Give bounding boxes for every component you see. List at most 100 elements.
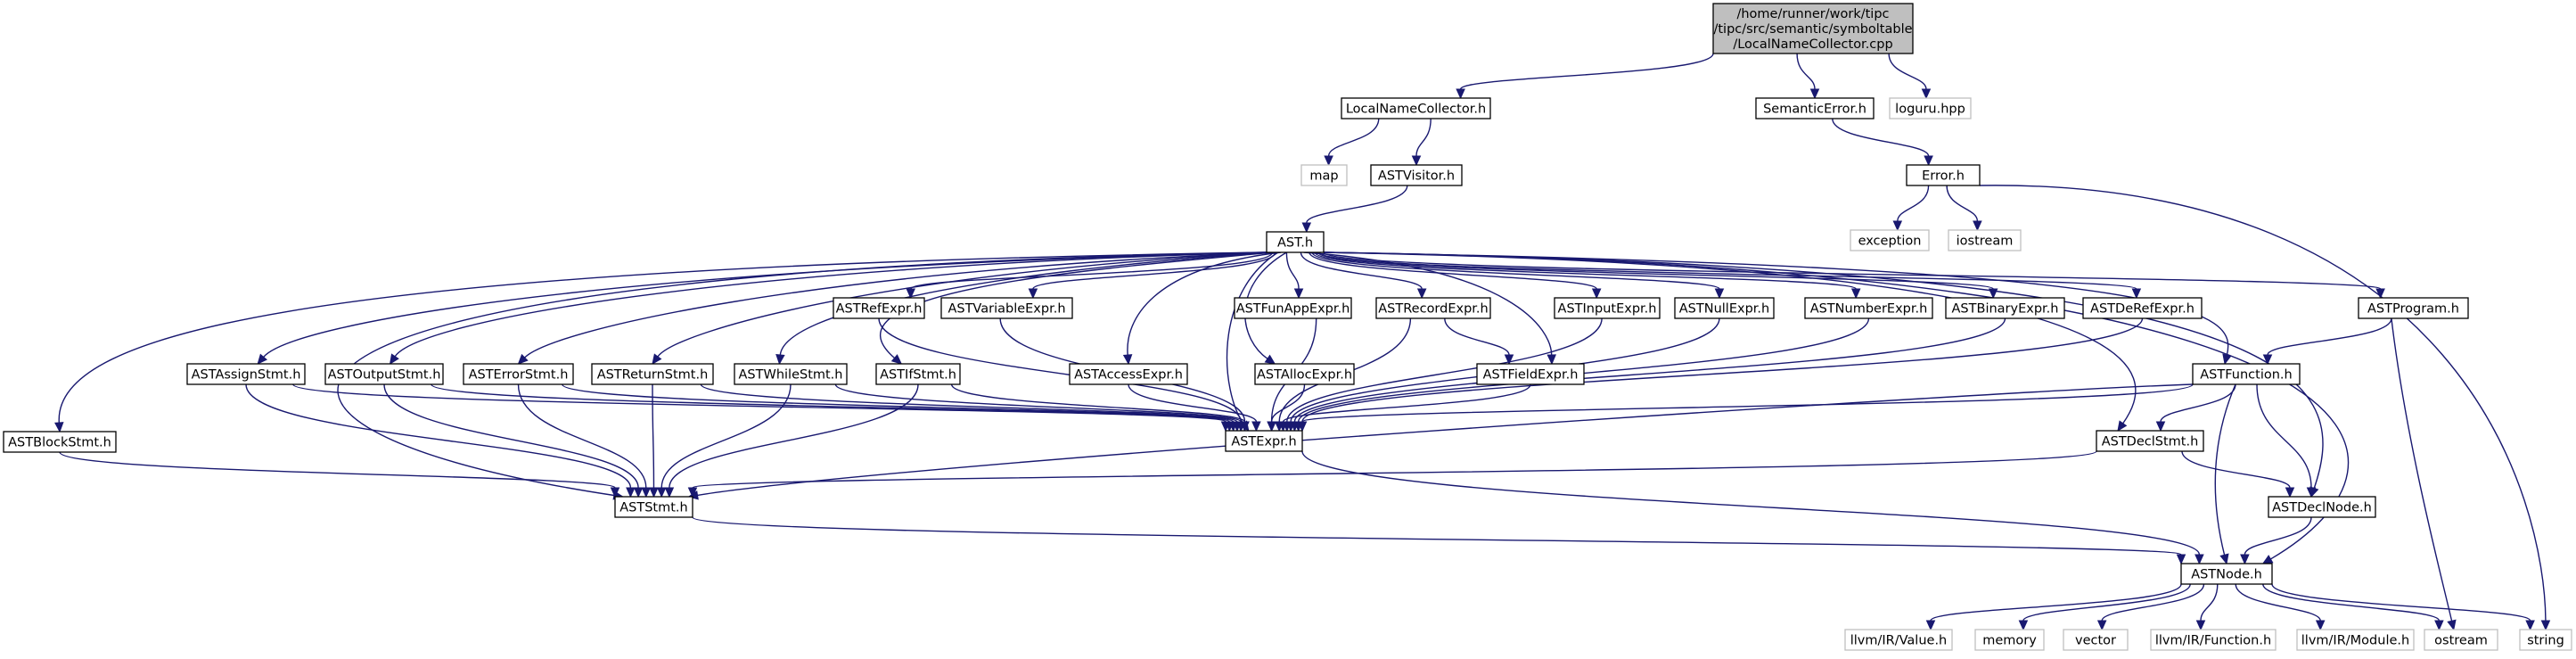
node-astreturnstmt-h[interactable]: ASTReturnStmt.h: [591, 363, 714, 385]
node-aststmt-h[interactable]: ASTStmt.h: [614, 496, 693, 518]
arrowhead-astnode_h-to-ostream: [2434, 620, 2444, 631]
node-label: ASTBinaryExpr.h: [1952, 302, 2059, 317]
node-box: [2424, 629, 2498, 651]
node-box: [2296, 629, 2415, 651]
arrowhead-astifstmt_h-to-aststmt_h: [664, 487, 675, 498]
root-label-line-1: /home/runner/work/tipc: [1736, 7, 1889, 21]
arrowhead-astprogram_h-to-astfunction_h: [2262, 354, 2273, 366]
node-astrefexpr-h[interactable]: ASTRefExpr.h: [833, 297, 925, 319]
node-ast-h[interactable]: AST.h: [1266, 231, 1325, 253]
arrowhead-ast_h-to-astprogram_h: [2375, 288, 2385, 300]
edge-astrecordexpr_h-to-astfieldexpr_h: [1444, 317, 1510, 356]
arrowhead-ast_h-to-asterrorstmt_h: [517, 353, 529, 365]
node-astfunction-h[interactable]: ASTFunction.h: [2192, 363, 2301, 385]
node-astderefexpr-h[interactable]: ASTDeRefExpr.h: [2082, 297, 2203, 319]
arrowhead-astnode_h-to-llvm_ir_value_h: [1925, 620, 1936, 631]
arrowhead-astdeclstmt_h-to-aststmt_h: [687, 487, 698, 498]
node-label: ASTVariableExpr.h: [948, 302, 1065, 317]
node-label: ASTErrorStmt.h: [469, 368, 569, 383]
node-astfieldexpr-h[interactable]: ASTFieldExpr.h: [1476, 363, 1585, 385]
node-box: [1225, 430, 1303, 452]
arrowhead-astallocexpr_h-to-astexpr_h: [1267, 421, 1276, 432]
node-astdeclstmt-h[interactable]: ASTDeclStmt.h: [2096, 430, 2204, 452]
node-localnamecollector-h[interactable]: LocalNameCollector.h: [1341, 97, 1491, 119]
node-astallocexpr-h[interactable]: ASTAllocExpr.h: [1254, 363, 1355, 385]
node-box: [2268, 496, 2376, 518]
arrowhead-ast_h-to-astnullexpr_h: [1714, 288, 1725, 300]
edge-ast_h-to-astaccessexpr_h: [1127, 251, 1282, 356]
edge-asterrorstmt_h-to-astexpr_h: [562, 383, 1235, 423]
edge-astfunction_h-to-astdeclnode_h: [2256, 383, 2312, 489]
root-file-node[interactable]: /home/runner/work/tipc/tipc/src/semantic…: [1712, 3, 1914, 54]
arrowhead-astreturnstmt_h-to-aststmt_h: [649, 487, 659, 498]
node-box: [1945, 297, 2065, 319]
edge-astfieldexpr_h-to-astexpr_h: [1282, 383, 1531, 423]
arrowhead-ast_h-to-astnumberexpr_h: [1850, 288, 1861, 300]
edge-ast_h-to-astrecordexpr_h: [1300, 251, 1423, 290]
arrowhead-semanticerror_h-to-error_h: [1924, 155, 1933, 167]
arrowhead-astoutputstmt_h-to-aststmt_h: [633, 487, 644, 498]
arrowhead-astfieldexpr_h-to-astexpr_h: [1278, 421, 1288, 432]
arrowhead-localnamecollector_h-to-astvisitor_h: [1411, 155, 1422, 167]
node-astnode-h[interactable]: ASTNode.h: [2180, 563, 2273, 585]
edge-astassignstmt_h-to-aststmt_h: [245, 383, 632, 489]
arrowhead-astnode_h-to-string: [2525, 620, 2535, 631]
node-astaccessexpr-h[interactable]: ASTAccessExpr.h: [1069, 363, 1188, 385]
node-astdeclnode-h[interactable]: ASTDeclNode.h: [2268, 496, 2376, 518]
node-astexpr-h[interactable]: ASTExpr.h: [1225, 430, 1303, 452]
arrowhead-astfunction_h-to-astnode_h: [2219, 553, 2229, 565]
node-astnumberexpr-h[interactable]: ASTNumberExpr.h: [1804, 297, 1933, 319]
arrowhead-error_h-to-exception: [1892, 220, 1903, 232]
node-label: LocalNameCollector.h: [1346, 103, 1486, 117]
node-box: [1370, 164, 1463, 186]
node-astrecordexpr-h[interactable]: ASTRecordExpr.h: [1375, 297, 1491, 319]
node-astwhilestmt-h[interactable]: ASTWhileStmt.h: [734, 363, 848, 385]
node-astnullexpr-h[interactable]: ASTNullExpr.h: [1674, 297, 1775, 319]
arrowhead-ast_h-to-astoutputstmt_h: [389, 353, 399, 366]
dependency-edges: [54, 53, 2551, 631]
node-astinputexpr-h[interactable]: ASTInputExpr.h: [1554, 297, 1661, 319]
node-label: llvm/IR/Value.h: [1850, 634, 1948, 648]
node-astassignstmt-h[interactable]: ASTAssignStmt.h: [186, 363, 306, 385]
edge-astoutputstmt_h-to-aststmt_h: [383, 383, 639, 489]
arrowhead-astassignstmt_h-to-aststmt_h: [626, 487, 636, 498]
edge-astassignstmt_h-to-astexpr_h: [292, 383, 1226, 423]
edge-ast_h-to-astfieldexpr_h: [1303, 251, 1553, 356]
arrowhead-astrecordexpr_h-to-astfieldexpr_h: [1504, 354, 1514, 366]
node-astvisitor-h[interactable]: ASTVisitor.h: [1370, 164, 1463, 186]
node-astfunappexpr-h[interactable]: ASTFunAppExpr.h: [1234, 297, 1352, 319]
node-astifstmt-h[interactable]: ASTIfStmt.h: [875, 363, 961, 385]
arrowhead-localnamecollector_h-to-map: [1324, 155, 1333, 167]
edge-astblockstmt_h-to-aststmt_h: [59, 451, 616, 489]
edge-ast_h-to-astvariableexpr_h: [1032, 251, 1276, 290]
node-astbinaryexpr-h[interactable]: ASTBinaryExpr.h: [1945, 297, 2065, 319]
edge-astfunction_h-to-astnode_h: [2214, 383, 2236, 556]
node-astprogram-h[interactable]: ASTProgram.h: [2358, 297, 2469, 319]
node-error-h[interactable]: Error.h: [1906, 164, 1981, 186]
edge-astprogram_h-to-astfunction_h: [2267, 317, 2392, 356]
edge-astreturnstmt_h-to-aststmt_h: [652, 383, 655, 489]
node-semanticerror-h[interactable]: SemanticError.h: [1755, 97, 1875, 119]
node-iostream: iostream: [1948, 229, 2022, 251]
edge-astvisitor_h-to-ast_h: [1306, 185, 1408, 224]
node-label: ASTWhileStmt.h: [739, 368, 843, 383]
node-label: ASTOutputStmt.h: [328, 368, 441, 383]
edge-error_h-to-string: [1979, 185, 2547, 622]
edge-root-to-loguru_hpp: [1888, 53, 1927, 90]
root-label-line-2: /tipc/src/semantic/symboltable: [1713, 22, 1912, 37]
node-label: SemanticError.h: [1763, 103, 1866, 117]
node-label: ASTRecordExpr.h: [1378, 302, 1488, 317]
node-string: string: [2519, 629, 2572, 651]
edge-astnode_h-to-llvm_ir_function_h: [2200, 583, 2219, 622]
node-astoutputstmt-h[interactable]: ASTOutputStmt.h: [324, 363, 444, 385]
edge-ast_h-to-aststmt_h: [337, 251, 1267, 497]
node-label: ASTAllocExpr.h: [1257, 368, 1352, 383]
edge-astfunction_h-to-aststmt_h: [697, 383, 2194, 497]
node-astvariableexpr-h[interactable]: ASTVariableExpr.h: [940, 297, 1073, 319]
node-astblockstmt-h[interactable]: ASTBlockStmt.h: [3, 431, 117, 453]
arrowhead-ast_h-to-astreturnstmt_h: [652, 353, 662, 365]
edge-ast_h-to-astexpr_h: [1226, 251, 1279, 424]
node-box: [2180, 563, 2273, 585]
node-asterrorstmt-h[interactable]: ASTErrorStmt.h: [463, 363, 574, 385]
edge-ast_h-to-astoutputstmt_h: [394, 251, 1268, 358]
